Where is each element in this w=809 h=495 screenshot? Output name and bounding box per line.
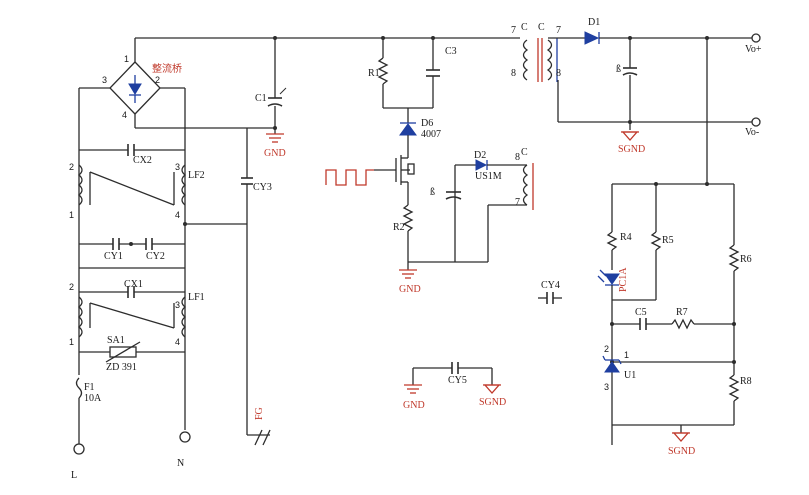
cy4-capacitor: CY4 [538,280,562,304]
tx-pin-8: 8 [511,68,516,79]
fg-label: FG [254,407,265,420]
tx-pin-7: 7 [511,25,516,36]
lf2-pin-1: 1 [69,210,74,220]
cx1-label: CX1 [124,279,143,290]
sa1-label: SA1 [107,335,125,346]
lf1-pin-3: 3 [175,300,180,310]
aux-cap-label: ß [430,187,435,198]
vplus-terminal [751,33,761,43]
gnd-label-3: GND [403,400,425,411]
cy4-label: CY4 [541,280,560,291]
d2-part: US1M [475,171,502,182]
neutral-terminal [179,431,191,443]
vminus-terminal [751,117,761,127]
sgnd-label-2: SGND [479,397,506,408]
c3-label: C3 [445,46,457,57]
out-cap-label: ß [616,64,621,75]
bridge-pin-4: 4 [122,110,127,120]
vminus-label: Vo- [745,127,759,138]
cx2-label: CX2 [133,155,152,166]
c5-label: C5 [635,307,647,318]
line-terminal [73,443,85,455]
terminal-l: L [71,470,77,481]
lf2-pin-2: 2 [69,162,74,172]
terminal-n: N [177,458,184,469]
cy2-label: CY2 [146,251,165,262]
cy3-label: CY3 [253,182,272,193]
c1-label: C1 [255,93,267,104]
d6-label: D6 [421,118,433,129]
fuse-rating: 10A [84,393,102,404]
gnd-label-2: GND [399,284,421,295]
sgnd-label-3: SGND [668,446,695,457]
r8-label: R8 [740,376,752,387]
bridge-pin-2: 2 [155,75,160,85]
input-section: 1 2 3 4 整流桥 CX2 2 1 3 4 LF2 [69,37,520,481]
aux-winding: D2 US1M ß 8 7 C [408,147,534,263]
aux-pin-8: 8 [515,152,520,163]
cy1-label: CY1 [104,251,123,262]
tx-core-c1: C [521,22,528,33]
r6-label: R6 [740,254,752,265]
lf1-label: LF1 [188,292,205,303]
gnd-label-1: GND [264,148,286,159]
u1-pin-2: 2 [604,344,609,354]
vplus-label: Vo+ [745,44,762,55]
aux-pin-7: 7 [515,197,520,208]
u1-label: U1 [624,370,636,381]
u1-pin-3: 3 [604,382,609,392]
u1-pin-1: 1 [624,350,629,360]
r1-label: R1 [368,68,380,79]
lf1-choke: 2 1 3 4 LF1 [69,282,205,347]
aux-core-label: C [521,147,528,158]
bridge-rectifier: 1 2 3 4 整流桥 [102,54,182,120]
lf2-choke: 2 1 3 4 LF2 [69,162,205,220]
fuse-label: F1 [84,382,95,393]
lf2-label: LF2 [188,170,205,181]
cy5-label: CY5 [448,375,467,386]
bridge-pin-3: 3 [102,75,107,85]
output-section: D1 ß SGND Vo+ Vo- [558,17,762,155]
r4-label: R4 [620,232,632,243]
snubber: R1 C3 D6 4007 [368,36,457,150]
sa1-part: ZD 391 [106,362,137,373]
lf2-pin-4: 4 [175,210,180,220]
tx-sec-pin-8: 8 [556,68,561,79]
pc1a-label: PC1A [618,267,629,292]
lf2-pin-3: 3 [175,162,180,172]
tx-sec-pin-7: 7 [556,25,561,36]
r7-label: R7 [676,307,688,318]
lf1-pin-4: 4 [175,337,180,347]
r2-label: R2 [393,222,405,233]
c1-capacitor: C1 GND [255,36,287,159]
bridge-label: 整流桥 [152,62,182,75]
d1-label: D1 [588,17,600,28]
lf1-pin-1: 1 [69,337,74,347]
lf1-pin-2: 2 [69,282,74,292]
feedback-network: R4 R5 PC1A R6 C5 R7 [597,38,752,457]
tx-core-c2: C [538,22,545,33]
cy3-branch: CY3 FG [241,128,272,446]
d6-part: 4007 [421,129,441,140]
mosfet-switch: R2 GND [325,150,421,295]
sgnd-label-1: SGND [618,144,645,155]
d2-label: D2 [474,150,486,161]
cy5-capacitor: CY5 GND SGND [403,362,506,411]
bridge-pin-1: 1 [124,54,129,64]
main-transformer: 7 C C 7 8 8 [511,22,585,122]
r5-label: R5 [662,235,674,246]
